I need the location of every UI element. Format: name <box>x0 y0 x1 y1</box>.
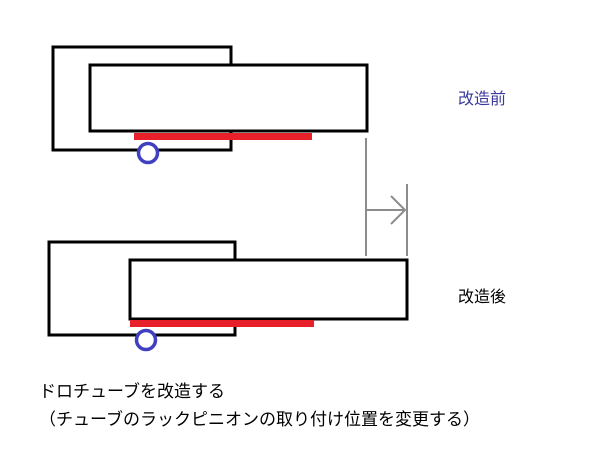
shift-arrow <box>365 138 408 256</box>
label-after-modification: 改造後 <box>458 287 507 306</box>
label-before-modification: 改造前 <box>458 89 507 108</box>
arrow-head <box>390 195 407 225</box>
draw-tube-before <box>88 63 369 133</box>
caption-line-2: （チューブのラックピニオンの取り付け位置を変更する） <box>39 410 480 430</box>
before-assembly <box>51 45 369 165</box>
draw-tube-after <box>128 258 409 321</box>
rack-after <box>130 320 314 327</box>
pinion-after <box>134 328 158 352</box>
rack-before <box>134 133 312 140</box>
after-assembly <box>47 240 409 352</box>
caption-line-1: ドロチューブを改造する <box>39 382 225 402</box>
pinion-before <box>136 141 160 165</box>
